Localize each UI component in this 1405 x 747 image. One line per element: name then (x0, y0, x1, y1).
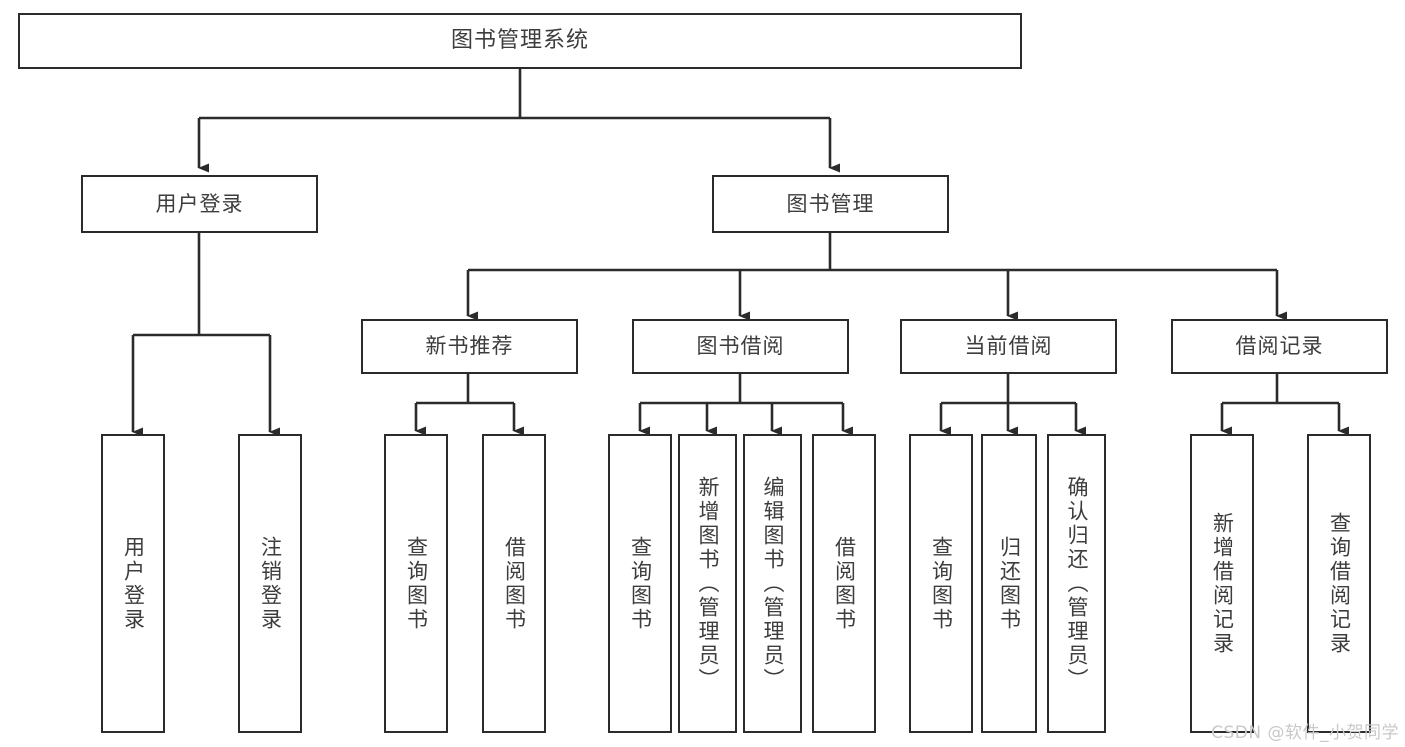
node-label: 新书推荐 (425, 334, 514, 359)
node-leaf-edit-book[interactable]: 编辑图书（管理员） (743, 434, 802, 733)
node-label: 注销登录 (258, 535, 283, 632)
node-label: 图书管理 (786, 191, 875, 216)
node-label: 查询借阅记录 (1327, 511, 1352, 656)
node-current-borrow[interactable]: 当前借阅 (900, 319, 1117, 374)
node-label: 图书管理系统 (450, 28, 589, 54)
node-leaf-borrow-book-2[interactable]: 借阅图书 (812, 434, 876, 733)
node-label: 新增借阅记录 (1210, 511, 1235, 656)
node-label: 用户登录 (155, 191, 244, 216)
node-label: 查询图书 (404, 535, 429, 632)
node-leaf-query-book-2[interactable]: 查询图书 (608, 434, 672, 733)
node-leaf-query-book-3[interactable]: 查询图书 (909, 434, 973, 733)
node-leaf-query-book-1[interactable]: 查询图书 (384, 434, 448, 733)
node-label: 借阅图书 (832, 535, 857, 632)
node-user-login[interactable]: 用户登录 (81, 175, 318, 233)
node-label: 图书借阅 (696, 334, 785, 359)
node-label: 归还图书 (997, 535, 1022, 632)
node-book-manage[interactable]: 图书管理 (712, 175, 949, 233)
node-label: 查询图书 (929, 535, 954, 632)
node-label: 确认归还（管理员） (1065, 475, 1089, 692)
node-label: 借阅图书 (502, 535, 527, 632)
node-label: 当前借阅 (964, 334, 1053, 359)
node-new-book-recommend[interactable]: 新书推荐 (361, 319, 578, 374)
node-borrow-record[interactable]: 借阅记录 (1171, 319, 1388, 374)
node-leaf-borrow-book-1[interactable]: 借阅图书 (482, 434, 546, 733)
node-leaf-return-book[interactable]: 归还图书 (981, 434, 1037, 733)
node-book-borrow[interactable]: 图书借阅 (632, 319, 849, 374)
node-label: 查询图书 (628, 535, 653, 632)
node-root-system[interactable]: 图书管理系统 (18, 13, 1022, 69)
node-leaf-user-login[interactable]: 用户登录 (101, 434, 165, 733)
node-leaf-confirm-return[interactable]: 确认归还（管理员） (1047, 434, 1106, 733)
node-leaf-add-record[interactable]: 新增借阅记录 (1190, 434, 1254, 733)
node-label: 编辑图书（管理员） (761, 475, 785, 692)
node-leaf-query-record[interactable]: 查询借阅记录 (1307, 434, 1371, 733)
node-leaf-logout-login[interactable]: 注销登录 (238, 434, 302, 733)
node-label: 新增图书（管理员） (696, 475, 720, 692)
node-label: 借阅记录 (1235, 334, 1324, 359)
node-leaf-add-book[interactable]: 新增图书（管理员） (678, 434, 737, 733)
node-label: 用户登录 (121, 535, 146, 632)
watermark: CSDN @软件_小贺同学 (1211, 723, 1399, 743)
